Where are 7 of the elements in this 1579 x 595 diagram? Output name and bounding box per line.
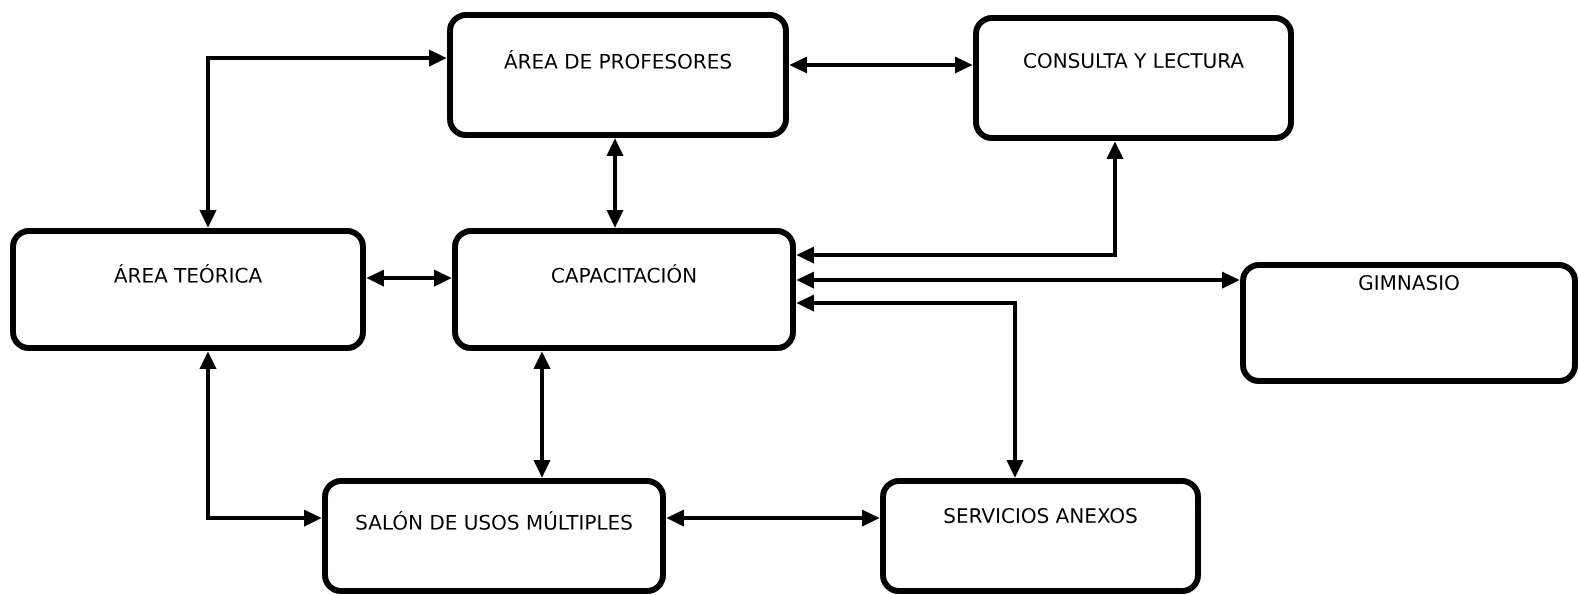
process-box: SALÓN DE USOS MÚLTIPLES	[322, 478, 666, 594]
process-box: GIMNASIO	[1240, 262, 1578, 384]
process-box: CONSULTA Y LECTURA	[973, 15, 1294, 141]
process-box: SERVICIOS ANEXOS	[880, 478, 1201, 594]
process-box: CAPACITACIÓN	[452, 228, 796, 351]
process-box: ÁREA DE PROFESORES	[447, 12, 789, 138]
process-box: ÁREA TEÓRICA	[10, 228, 366, 351]
